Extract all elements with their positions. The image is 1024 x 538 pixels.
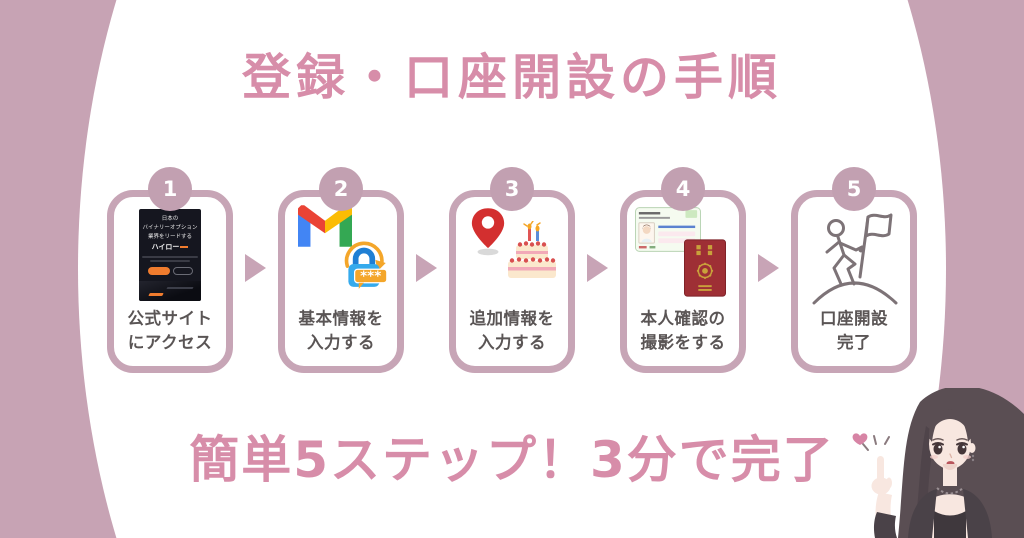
step-number-badge: 2: [319, 167, 363, 211]
thumb-headline-2: バイナリーオプション: [142, 224, 198, 231]
step-number-badge: 3: [490, 167, 534, 211]
step-3-icon-area: [456, 197, 568, 307]
thumb-headline-1: 日本の: [161, 216, 179, 222]
step-2-label: 基本情報を入力する: [298, 309, 384, 353]
thumb-headline-3: 業界をリードする: [147, 233, 192, 240]
step-card-5: 5: [791, 167, 917, 373]
birthday-cake-icon: [508, 221, 556, 278]
location-pin-icon: [471, 208, 505, 256]
step-5-label: 口座開設完了: [820, 309, 888, 353]
arrow-right-icon: [245, 254, 266, 282]
thumb-subline: [142, 256, 198, 259]
website-screenshot-icon: 日本の バイナリーオプション 業界をリードする ハイロー: [139, 209, 201, 301]
password-lock-icon: ***: [344, 241, 388, 289]
steps-row: 1 日本の バイナリーオプション 業界をリードする ハイロー: [0, 167, 1024, 373]
step-4-label: 本人確認の撮影をする: [640, 309, 726, 353]
arrow-right-icon: [587, 254, 608, 282]
woman-illustration: [852, 388, 1024, 538]
step-card-4: 4: [620, 167, 746, 373]
thumb-subline-2: [150, 260, 190, 263]
step-4-icon-area: [627, 197, 739, 307]
thumb-brand: ハイロー: [142, 242, 198, 252]
thumb-outline-button: [172, 267, 193, 276]
passport-icon: [684, 239, 726, 297]
step-card-3: 3: [449, 167, 575, 373]
step-card-2: 2 ***: [278, 167, 404, 373]
gmail-icon: [298, 205, 352, 247]
svg-text:***: ***: [360, 269, 381, 285]
step-number-badge: 4: [661, 167, 705, 211]
thumb-buttons: [142, 267, 198, 276]
id-card-icon: [635, 207, 701, 252]
tagline: 簡単5ステップ！3分で完了: [189, 431, 835, 489]
arrow-right-icon: [758, 254, 779, 282]
step-1-icon-area: 日本の バイナリーオプション 業界をリードする ハイロー: [114, 197, 226, 307]
step-1-label: 公式サイトにアクセス: [127, 309, 213, 353]
step-card-1: 1 日本の バイナリーオプション 業界をリードする ハイロー: [107, 167, 233, 373]
flag-person-icon: [812, 213, 898, 305]
step-5-icon-area: [798, 197, 910, 307]
step-number-badge: 5: [832, 167, 876, 211]
page-title: 登録・口座開設の手順: [241, 49, 782, 106]
thumb-cta-button: [147, 267, 170, 276]
step-number-badge: 1: [148, 167, 192, 211]
step-3-label: 追加情報を入力する: [469, 309, 555, 353]
arrow-right-icon: [416, 254, 437, 282]
step-2-icon-area: ***: [285, 197, 397, 307]
thumb-laptop-photo: [139, 281, 201, 301]
